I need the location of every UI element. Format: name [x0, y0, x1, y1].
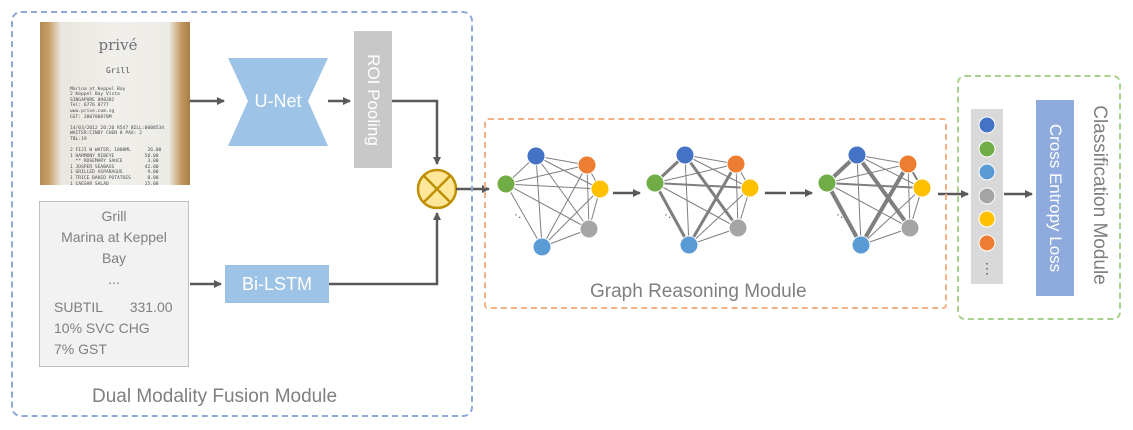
graph-node-yellow [590, 179, 610, 199]
receipt-photo-line: 1 TRICE BAKED POTATOES 8.00 [70, 176, 159, 182]
text-receipt-ellipsis: ... [108, 271, 120, 287]
cross-entropy-block [1036, 100, 1074, 296]
graph-sequence-ellipsis: ··· [763, 184, 779, 201]
fusion-module-frame [11, 11, 473, 417]
graph-node-yellow [740, 178, 760, 198]
graph-node-blue [526, 146, 546, 166]
node-feature-column: ⋮ [971, 109, 1003, 284]
graph-node-gray [900, 218, 920, 238]
receipt-photo-line: TBL:19 [70, 136, 87, 142]
text-receipt-line-7: 7% GST [54, 341, 107, 357]
graph-node-orange [898, 154, 918, 174]
graph-node-yellow [912, 178, 932, 198]
receipt-photo-line: WAITER:CINDY CHEN 8 PAX: 2 [70, 131, 142, 137]
graph-node-green [645, 173, 665, 193]
graph-node-blue [847, 145, 867, 165]
receipt-photo-line: Tel: 6776 0777 [70, 103, 109, 109]
graph-node-green [817, 173, 837, 193]
graph-1-inner-ellipsis: ·. [514, 207, 521, 221]
receipt-photo-line: 14/03/2012 20:20 R547 BILL:0008534 [70, 125, 165, 131]
receipt-photo-line: 1 GRILLED ASPARAGUS 9.00 [70, 170, 159, 176]
bilstm-label: Bi-LSTM [241, 274, 312, 294]
graph-module-frame [484, 118, 947, 309]
graph-node-gray [579, 219, 599, 239]
receipt-photo-line: 1 JOSPER SEABASS 42.00 [70, 164, 159, 170]
graph-node-lightblue [851, 235, 871, 255]
receipt-photo-line: 1 CAESAR SALAD 15.00 [70, 181, 159, 185]
classification-module-label: Classification Module [1089, 105, 1110, 285]
graph-node-lightblue [532, 237, 552, 257]
text-receipt-line-5: SUBTIL 331.00 [54, 299, 173, 315]
bilstm-block [225, 265, 329, 303]
fusion-module-label: Dual Modality Fusion Module [92, 386, 338, 407]
graph-node-blue [675, 145, 695, 165]
graph-node-lightblue [679, 235, 699, 255]
graph-2-inner-ellipsis: ·. [664, 207, 671, 221]
text-receipt-line-6: 10% SVC CHG [54, 320, 150, 336]
receipt-photo-line: ** ROSEMARY SAUCE 3.00 [70, 159, 159, 165]
graph-3-inner-ellipsis: ·. [836, 207, 843, 221]
graph-node-gray [728, 218, 748, 238]
graph-node-orange [577, 155, 597, 175]
receipt-photo-line: www.prive.com.sg [70, 108, 115, 114]
roi-pooling-label: ROI Pooling [364, 53, 384, 146]
graph-node-orange [726, 154, 746, 174]
class-node-orange [978, 234, 996, 252]
cross-entropy-label: Cross Entropy Loss [1046, 123, 1065, 273]
receipt-photo-line: GST: 200708878M [70, 114, 112, 120]
receipt-photo-line: 2 Keppel Bay Vista [70, 92, 120, 98]
unet-label: U-Net [254, 91, 302, 111]
roi-pooling-block [354, 31, 392, 168]
receipt-photo-line: 1 HARMONY RIBEYE 58.00 [70, 153, 159, 159]
graph-2-nodes [645, 145, 760, 255]
text-receipt: Grill Marina at Keppel Bay ... SUBTIL 33… [39, 201, 189, 367]
classification-module-frame [957, 75, 1121, 320]
class-node-lightblue [978, 163, 996, 181]
receipt-photo-title: Grill [105, 66, 131, 76]
text-receipt-line-3: Bay [101, 250, 127, 266]
class-node-green [978, 140, 996, 158]
text-receipt-line-1: Grill [101, 208, 127, 224]
graph-node-green [496, 174, 516, 194]
column-ellipsis: ⋮ [980, 260, 994, 276]
receipt-photo-line: 2 FIJI W WATER, 1000ML 26.00 [70, 148, 162, 154]
receipt-photo-line: SINGAPORE 098382 [70, 97, 115, 103]
unet-block [228, 58, 328, 146]
arrow-bilstm-to-fusion [329, 212, 441, 286]
class-node-blue [978, 116, 996, 134]
receipt-photo-line: Marina at Keppel Bay [70, 86, 126, 92]
graph-module-label: Graph Reasoning Module [590, 281, 807, 302]
fusion-operator-icon [416, 168, 458, 210]
class-node-gray [978, 187, 996, 205]
class-node-yellow [978, 210, 996, 228]
arrow-roi-to-fusion [392, 99, 441, 165]
graph-1-nodes [496, 146, 610, 257]
text-receipt-line-2: Marina at Keppel [61, 229, 167, 245]
graph-3-nodes [817, 145, 932, 255]
receipt-logo: privé [98, 36, 138, 55]
